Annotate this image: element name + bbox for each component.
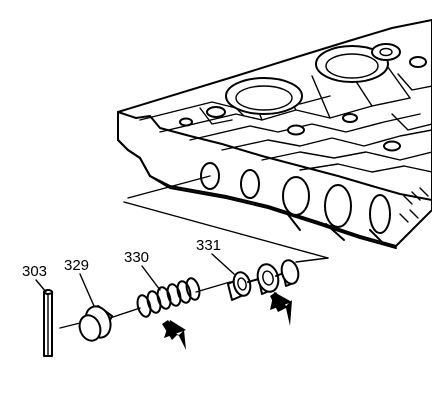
callout-329: 329 <box>64 257 89 274</box>
valve-body-casting <box>117 19 432 249</box>
pin-303 <box>43 289 53 357</box>
spring-330 <box>136 277 201 318</box>
leader-303 <box>35 279 47 293</box>
arrow-icon <box>270 292 292 326</box>
valve-331 <box>227 259 300 301</box>
plug-329 <box>78 305 113 342</box>
leader-329 <box>79 273 95 307</box>
leader-331 <box>211 253 235 275</box>
callout-330: 330 <box>124 249 149 266</box>
arrow-icon <box>162 320 186 350</box>
callout-303: 303 <box>22 263 47 280</box>
callout-331: 331 <box>196 237 221 254</box>
leader-330 <box>141 265 161 291</box>
alignment-lines <box>59 175 329 329</box>
